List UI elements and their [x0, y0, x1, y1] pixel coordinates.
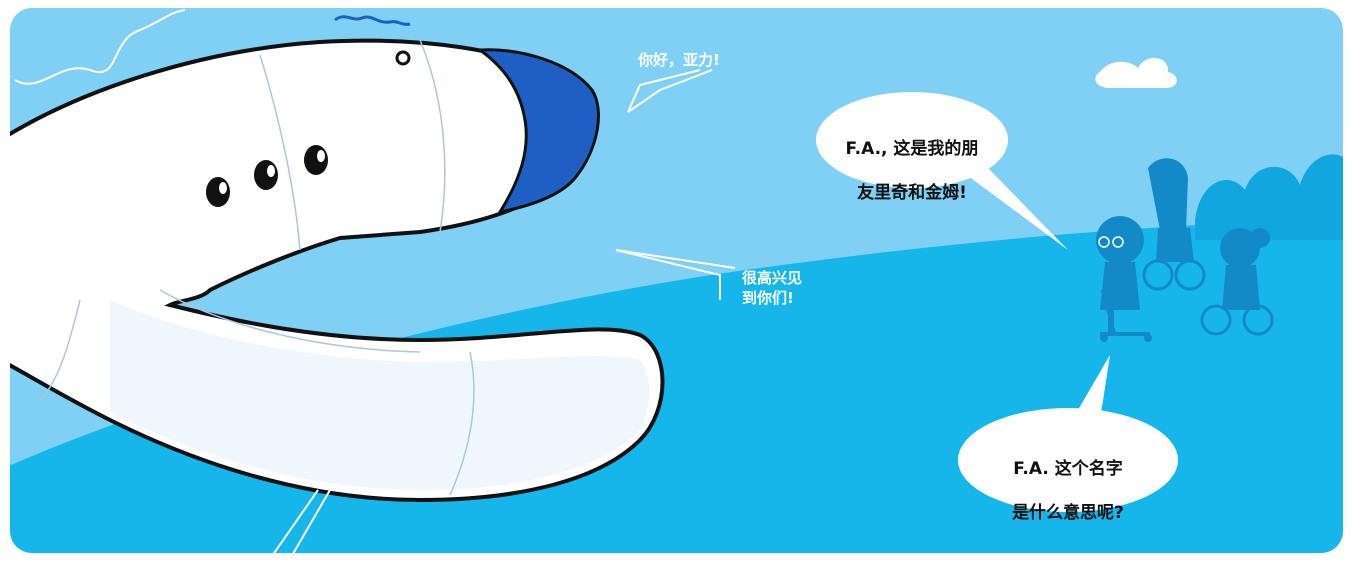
kid-intro-text: F.A., 这是我的朋 友里奇和金姆! — [820, 116, 1004, 226]
hello-pointer-lines — [627, 69, 713, 113]
cloud-icon — [1095, 57, 1177, 88]
plane-hello-text: 你好，亚力! — [638, 51, 720, 69]
kid-question-line-2: 是什么意思呢? — [1012, 503, 1124, 523]
plane-panel-lines — [39, 39, 475, 496]
intro-bubble — [816, 92, 1008, 188]
speed-lines — [269, 489, 331, 553]
plane-windows — [206, 145, 328, 207]
plane-meet-text: 很高兴见 到你们! — [742, 269, 803, 307]
kid-intro-line-2: 友里奇和金姆! — [857, 183, 967, 203]
motion-squiggle — [14, 9, 186, 85]
kids-silhouettes — [1096, 158, 1274, 342]
question-bubble-tail — [1075, 355, 1110, 420]
plane-eye — [395, 50, 411, 66]
plane-nose — [475, 48, 600, 215]
eyebrow-squiggle — [334, 15, 411, 26]
glasses-icon — [1098, 236, 1124, 248]
intro-bubble-tail — [960, 165, 1068, 250]
kid-intro-line-1: F.A., 这是我的朋 — [845, 139, 979, 159]
kid-question-text: F.A. 这个名字 是什么意思呢? — [978, 436, 1158, 546]
kid-question-line-1: F.A. 这个名字 — [1013, 459, 1123, 479]
plane-shadow — [110, 300, 650, 490]
meet-pointer-lines — [615, 249, 736, 300]
bushes-silhouette — [1195, 154, 1343, 240]
question-bubble — [958, 408, 1178, 512]
